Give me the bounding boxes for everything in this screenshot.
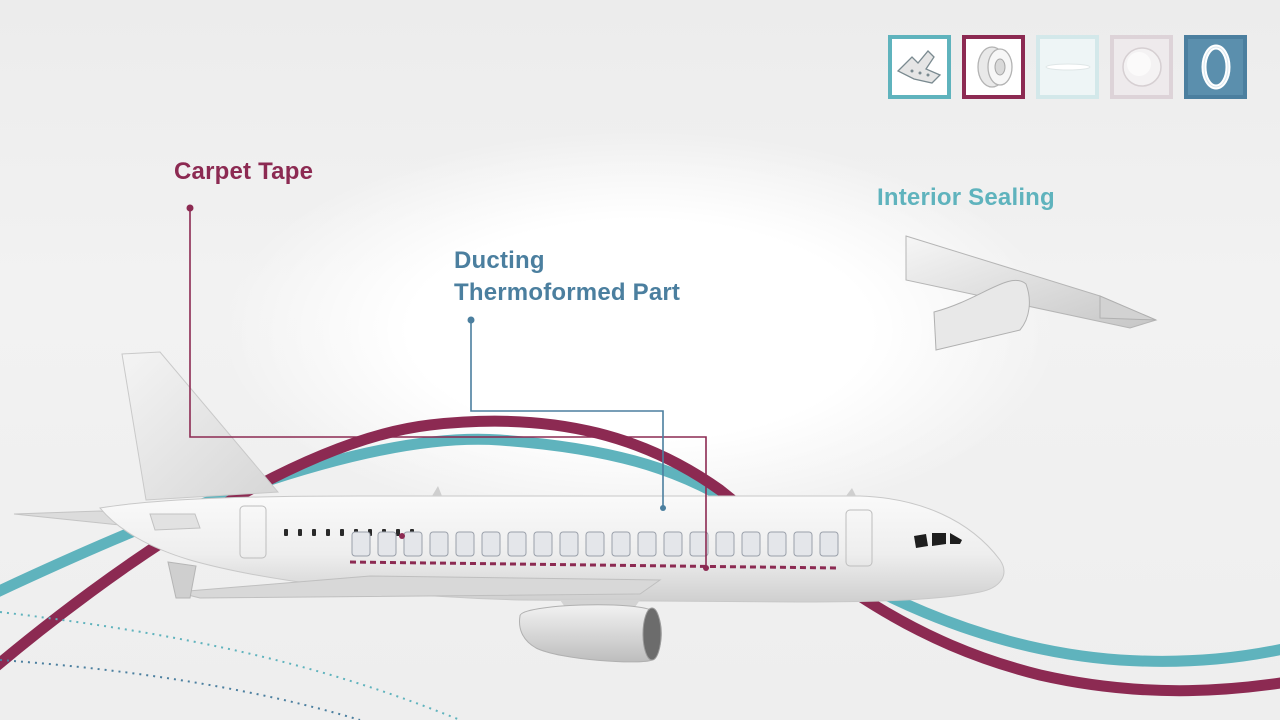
ducting-label-line1: Ducting: [454, 247, 545, 274]
category-tile-disc[interactable]: [1110, 35, 1173, 99]
ducting-leader: [470, 320, 664, 508]
dotted-arc-blue: [0, 659, 361, 720]
carpet-tape-end-dot: [703, 565, 709, 571]
disc-icon: [1110, 35, 1173, 99]
ducting-dot: [467, 316, 475, 324]
carpet-tape-dot: [186, 204, 194, 212]
carpet-tape-dashed-line: [349, 560, 837, 570]
carpet-tape-leader: [189, 208, 707, 568]
maroon-ribbon: [0, 415, 1280, 697]
category-tile-film[interactable]: [1036, 35, 1099, 99]
aircraft-part-icon: [888, 35, 951, 99]
tail-cone-panel: [149, 513, 201, 531]
carpet-tape-seat-dot: [399, 533, 405, 539]
ducting-end-dot: [660, 505, 666, 511]
tape-roll-icon: [962, 35, 1025, 99]
cabin-seats: [351, 531, 839, 557]
ducting-label-line2: Thermoformed Part: [454, 279, 681, 306]
sealing-flat-strip: [905, 235, 1158, 329]
thin-film-icon: [1036, 35, 1099, 99]
ducting-label: Ducting Thermoformed Part: [454, 245, 680, 309]
category-tile-aircraft-part[interactable]: [888, 35, 951, 99]
front-door: [845, 509, 873, 567]
wing: [175, 575, 662, 599]
sealing-lip: [1099, 295, 1157, 321]
antenna: [432, 486, 442, 496]
rear-door: [239, 505, 267, 559]
carpet-tape-label: Carpet Tape: [174, 158, 314, 185]
interior-sealing-label: Interior Sealing: [877, 184, 1055, 211]
sealing-bulb: [933, 279, 1030, 351]
antenna: [846, 488, 856, 496]
wing-flap: [167, 561, 197, 599]
category-tile-o-ring[interactable]: [1184, 35, 1247, 99]
category-tile-tape[interactable]: [962, 35, 1025, 99]
engine-intake: [642, 607, 662, 661]
o-ring-icon: [1184, 35, 1247, 99]
tail-fin: [121, 351, 280, 501]
cockpit-windows: [914, 533, 962, 548]
